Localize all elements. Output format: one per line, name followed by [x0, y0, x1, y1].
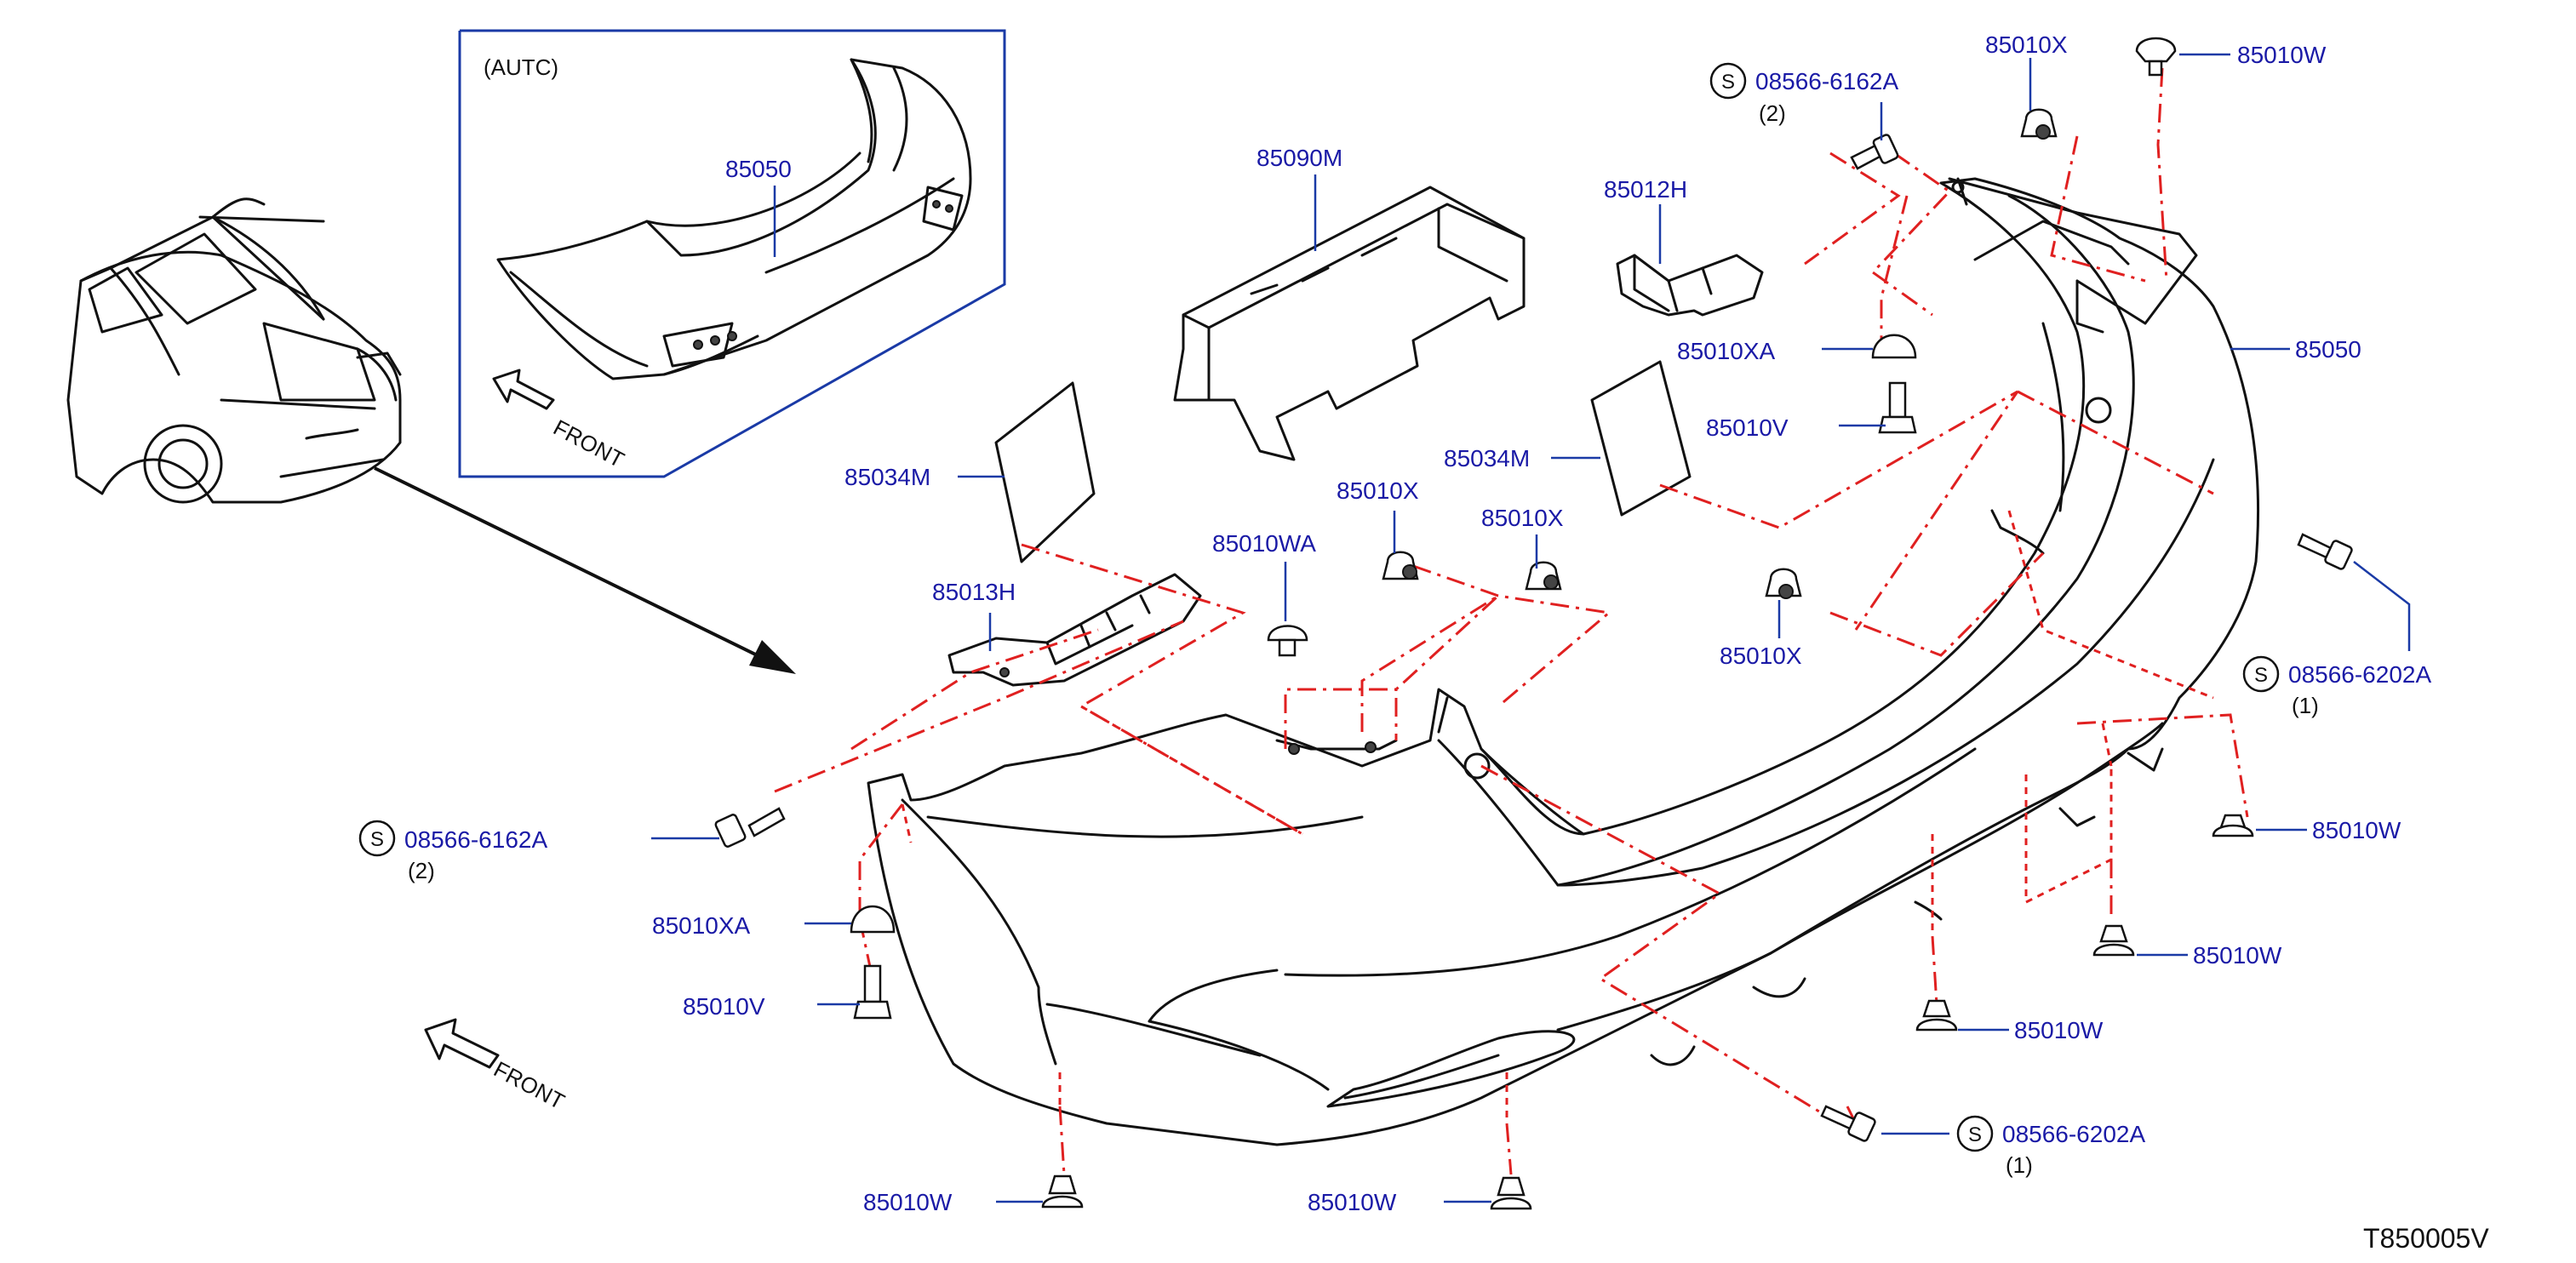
screw-left-qty: (2): [408, 858, 435, 883]
front-arrow-icon: [424, 1018, 500, 1069]
vehicle-rear-view: [66, 197, 402, 504]
label-85013H: 85013H: [932, 579, 1016, 605]
front-label: FRONT: [489, 1056, 569, 1115]
energy-absorber: [1173, 186, 1526, 461]
clip-w-b2-icon: [1490, 1176, 1532, 1210]
label-85034M-right: 85034M: [1444, 445, 1530, 471]
screw-bottom-callout: S 08566-6202A (1): [1956, 1115, 2145, 1178]
assembly-lines: [774, 67, 2249, 1175]
clip-xa-left-icon: [850, 905, 896, 934]
diagram-code: T850005V: [2363, 1223, 2489, 1254]
inset-panel: (AUTC) 85050 FRONT: [458, 29, 1006, 478]
label-85010W-b2: 85010W: [1308, 1189, 1397, 1215]
screw-right-qty: (1): [2292, 693, 2319, 718]
screw-top-qty: (2): [1759, 100, 1786, 126]
screw-top-part: 08566-6162A: [1755, 68, 1898, 94]
pad-right: [1590, 360, 1692, 517]
label-85010W-r1: 85010W: [2312, 817, 2401, 843]
bolt-v-right-icon: [1878, 381, 1917, 434]
clip-w-r2-icon: [2092, 924, 2135, 957]
screw-top-symbol: S: [1721, 71, 1735, 94]
label-85010W-b1: 85010W: [863, 1189, 953, 1215]
screw-bottom-part: 08566-6202A: [2002, 1121, 2145, 1147]
screw-left-part: 08566-6162A: [404, 826, 547, 853]
clip-top-w-icon: [2135, 37, 2177, 77]
screw-top-callout: S 08566-6162A (2): [1709, 62, 1898, 126]
screw-right-icon: [2297, 533, 2353, 570]
screw-bottom-symbol: S: [1968, 1123, 1982, 1146]
screw-bottom-icon: [1820, 1105, 1876, 1142]
clip-w-r3-icon: [1915, 999, 1958, 1032]
screw-left-callout: S 08566-6162A (2): [358, 820, 547, 883]
screw-right-symbol: S: [2254, 664, 2268, 687]
label-85010V-left: 85010V: [683, 993, 765, 1020]
clip-x-a-icon: [1382, 551, 1419, 580]
s-symbol-icon: [1956, 1115, 1994, 1152]
clip-w-b1-icon: [1041, 1174, 1084, 1209]
screw-left-symbol: S: [370, 828, 384, 851]
screw-right-callout: S 08566-6202A (1): [2242, 655, 2431, 718]
inset-frame: [458, 29, 1006, 478]
label-85090M: 85090M: [1257, 145, 1342, 171]
clip-wa-icon: [1267, 625, 1308, 657]
clip-top-icon: [2020, 108, 2058, 140]
clip-x-mid-icon: [1765, 568, 1802, 599]
bolt-v-left-icon: [853, 964, 892, 1020]
screw-right-part: 08566-6202A: [2288, 661, 2431, 688]
label-85010WA: 85010WA: [1212, 530, 1316, 557]
direction-arrow-icon: [374, 466, 796, 674]
inset-front-label: FRONT: [549, 414, 628, 473]
label-85010X-top: 85010X: [1985, 31, 2068, 58]
clip-w-r1-icon: [2212, 814, 2254, 837]
inset-bumper-drawing: [496, 58, 972, 380]
s-symbol-icon: [2242, 655, 2280, 693]
s-symbol-icon: [358, 820, 396, 857]
pad-left: [994, 381, 1096, 563]
clip-xa-right-icon: [1871, 334, 1917, 359]
label-85010X-c: 85010X: [1720, 643, 1802, 669]
inset-part-label: 85050: [725, 156, 792, 182]
label-85010W-top: 85010W: [2237, 42, 2327, 68]
leader-screw-right: [2353, 561, 2411, 651]
label-85010W-r2: 85010W: [2193, 942, 2282, 969]
label-85010W-r3: 85010W: [2014, 1017, 2104, 1043]
label-85010X-a: 85010X: [1337, 477, 1419, 504]
s-symbol-icon: [1709, 62, 1747, 100]
bracket-85012h: [1616, 254, 1764, 317]
label-85010V-right: 85010V: [1706, 414, 1789, 441]
clip-x-b-icon: [1525, 561, 1562, 591]
label-85034M-left: 85034M: [844, 464, 930, 490]
inset-title: (AUTC): [484, 54, 558, 80]
screw-top-icon: [1850, 134, 1899, 170]
label-85010XA-right: 85010XA: [1677, 338, 1776, 364]
label-85012H: 85012H: [1604, 176, 1687, 203]
label-85050: 85050: [2295, 336, 2361, 363]
inset-front-arrow-icon: [492, 369, 555, 410]
label-85010XA-left: 85010XA: [652, 912, 751, 939]
screw-bottom-qty: (1): [2006, 1152, 2033, 1178]
rear-bumper-fascia: [867, 177, 2260, 1146]
screw-left-icon: [714, 807, 786, 848]
label-85010X-b: 85010X: [1481, 505, 1564, 531]
